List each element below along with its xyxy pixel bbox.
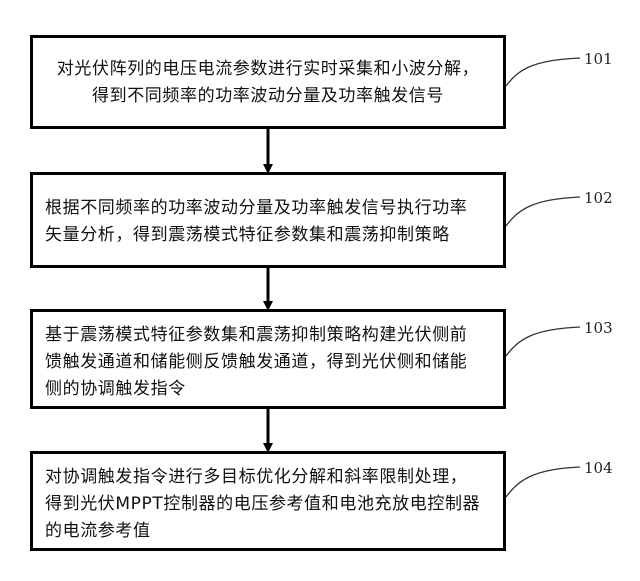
leader-line-101 [505, 57, 581, 87]
step-101-line-1: 对光伏阵列的电压电流参数进行实时采集和小波分解， [56, 59, 480, 79]
step-box-104: 对协调触发指令进行多目标优化分解和斜率限制处理， 得到光伏MPPT控制器的电压参… [30, 451, 506, 551]
step-103-line-1: 基于震荡模式特征参数集和震荡抑制策略构建光伏侧前 [45, 325, 468, 345]
step-102-line-2: 矢量分析，得到震荡模式特征参数集和震荡抑制策略 [45, 225, 450, 245]
step-104-line-1: 对协调触发指令进行多目标优化分解和斜率限制处理， [45, 467, 468, 487]
step-104-line-3: 的电流参考值 [45, 521, 151, 541]
step-103-line-3: 侧的协调触发指令 [45, 379, 186, 399]
leader-line-104 [505, 466, 581, 498]
leader-line-102 [505, 196, 581, 227]
step-101-line-2: 得到不同频率的功率波动分量及功率触发信号 [92, 86, 444, 106]
step-number-101: 101 [584, 50, 613, 68]
step-box-102: 根据不同频率的功率波动分量及功率触发信号执行功率 矢量分析，得到震荡模式特征参数… [30, 172, 506, 268]
step-number-102: 102 [584, 189, 613, 207]
step-103-line-2: 馈触发通道和储能侧反馈触发通道，得到光伏侧和储能 [45, 352, 468, 372]
step-104-line-2: 得到光伏MPPT控制器的电压参考值和电池充放电控制器 [45, 494, 481, 514]
step-number-104: 104 [584, 459, 613, 477]
step-number-103: 103 [584, 319, 613, 337]
step-box-101: 对光伏阵列的电压电流参数进行实时采集和小波分解， 得到不同频率的功率波动分量及功… [30, 35, 506, 129]
step-box-103: 基于震荡模式特征参数集和震荡抑制策略构建光伏侧前 馈触发通道和储能侧反馈触发通道… [30, 309, 506, 409]
leader-line-103 [505, 326, 581, 357]
step-102-line-1: 根据不同频率的功率波动分量及功率触发信号执行功率 [45, 198, 468, 218]
